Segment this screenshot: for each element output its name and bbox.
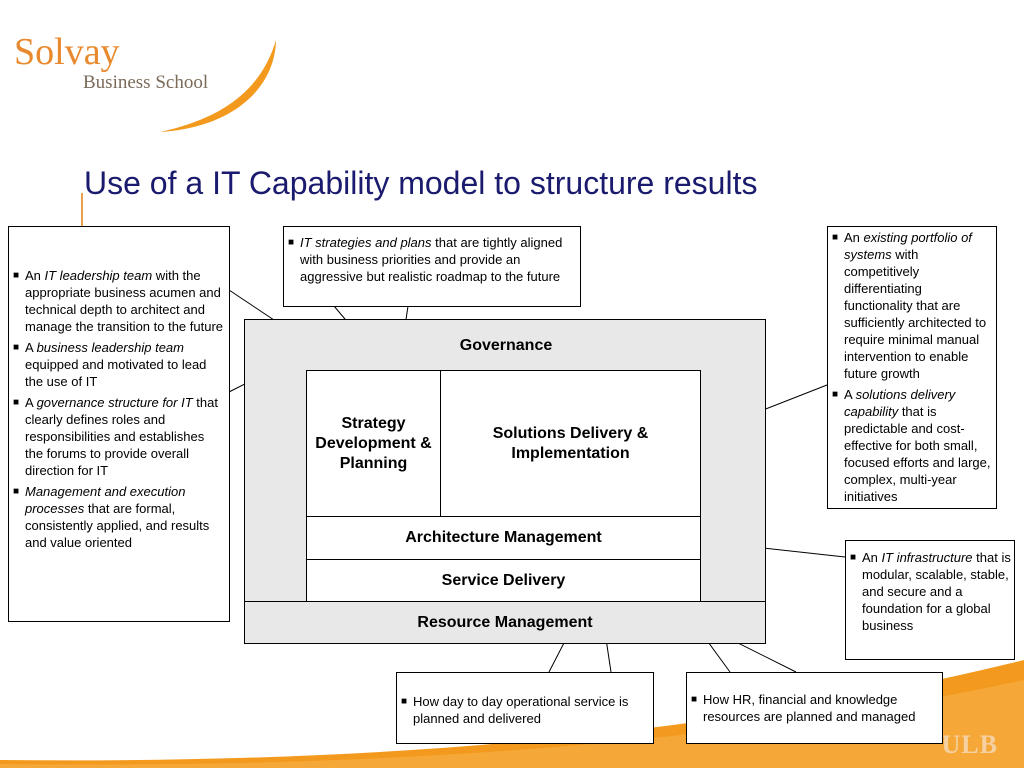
bullet-icon: ■ bbox=[13, 397, 20, 408]
callout-item: ■ How day to day operational service is p… bbox=[397, 693, 649, 727]
callout-item-prefix: A bbox=[844, 387, 856, 402]
bullet-icon: ■ bbox=[13, 486, 20, 497]
callout-item-prefix: A bbox=[25, 340, 37, 355]
strategy-development-block: Strategy Development & Planning bbox=[306, 370, 441, 517]
callout-bottom-mid: ■ How day to day operational service is p… bbox=[396, 672, 654, 744]
callout-item: ■ A business leadership team equipped and… bbox=[9, 339, 225, 390]
service-delivery-block: Service Delivery bbox=[306, 559, 701, 602]
strategy-label: Strategy Development & Planning bbox=[315, 414, 432, 472]
title-accent-line bbox=[81, 193, 83, 240]
callout-right-mid: ■ An IT infrastructure that is modular, s… bbox=[845, 540, 1015, 660]
callout-item-emphasis: IT strategies and plans bbox=[300, 235, 432, 250]
page-title: Use of a IT Capability model to structur… bbox=[84, 165, 758, 201]
governance-label: Governance bbox=[459, 337, 553, 354]
bullet-icon: ■ bbox=[832, 232, 839, 243]
architecture-management-block: Architecture Management bbox=[306, 516, 701, 560]
callout-item-emphasis: governance structure for IT bbox=[36, 395, 193, 410]
architecture-label: Architecture Management bbox=[405, 529, 602, 546]
bullet-icon: ■ bbox=[691, 694, 698, 705]
service-label: Service Delivery bbox=[441, 571, 566, 589]
callout-item-emphasis: IT leadership team bbox=[44, 268, 153, 283]
bullet-icon: ■ bbox=[850, 552, 857, 563]
callout-right-top: ■ An existing portfolio of systems with c… bbox=[827, 226, 997, 509]
callout-item-emphasis: business leadership team bbox=[36, 340, 184, 355]
callout-left: ■ An IT leadership team with the appropri… bbox=[8, 226, 230, 622]
callout-item-prefix: An bbox=[25, 268, 45, 283]
callout-item-text: with the appropriate business acumen and… bbox=[25, 268, 224, 334]
callout-top: ■ IT strategies and plans that are tightl… bbox=[283, 226, 581, 307]
callout-item: ■ An existing portfolio of systems with c… bbox=[828, 229, 994, 382]
callout-bottom-right: ■ How HR, financial and knowledge resourc… bbox=[686, 672, 943, 744]
callout-item: ■ An IT leadership team with the appropri… bbox=[9, 267, 225, 335]
callout-item-text: equipped and motivated to lead the use o… bbox=[25, 357, 207, 389]
solvay-logo bbox=[160, 40, 276, 132]
bullet-icon: ■ bbox=[401, 696, 408, 707]
callout-item-text: that is predictable and cost-effective f… bbox=[844, 404, 991, 504]
callout-item: ■ A governance structure for IT that clea… bbox=[9, 394, 225, 479]
callout-item: ■ A solutions delivery capability that is… bbox=[828, 386, 994, 505]
bullet-icon: ■ bbox=[13, 342, 20, 353]
callout-item-emphasis: IT infrastructure bbox=[881, 550, 973, 565]
callout-item-emphasis: Management and execution processes bbox=[25, 484, 186, 516]
ulb-logo: ULB bbox=[941, 730, 998, 759]
callout-item: ■ IT strategies and plans that are tightl… bbox=[284, 234, 574, 285]
resource-label: Resource Management bbox=[417, 613, 593, 631]
callout-item: ■ How HR, financial and knowledge resourc… bbox=[687, 691, 938, 725]
callout-item-prefix: An bbox=[844, 230, 864, 245]
callout-item: ■ Management and execution processes that… bbox=[9, 483, 225, 551]
callout-item-prefix: An bbox=[862, 550, 882, 565]
callout-item-text: that clearly defines roles and responsib… bbox=[25, 395, 218, 478]
callout-item-emphasis: solutions delivery capability bbox=[844, 387, 956, 419]
bullet-icon: ■ bbox=[832, 389, 839, 400]
callout-item-text: that are formal, consistently applied, a… bbox=[25, 501, 210, 550]
callout-item-text: How HR, financial and knowledge resource… bbox=[703, 692, 916, 724]
callout-item-text: How day to day operational service is pl… bbox=[413, 694, 629, 726]
logo-solvay-text: Solvay bbox=[14, 31, 120, 73]
callout-item-text: with competitively differentiating funct… bbox=[844, 247, 987, 381]
callout-item-text: that is modular, scalable, stable, and s… bbox=[862, 550, 1011, 633]
resource-management-block: Resource Management bbox=[244, 601, 766, 644]
solutions-label: Solutions Delivery & Implementation bbox=[492, 424, 649, 462]
solutions-delivery-block: Solutions Delivery & Implementation bbox=[440, 370, 701, 517]
callout-item: ■ An IT infrastructure that is modular, s… bbox=[846, 549, 1012, 634]
callout-item-text: that are tightly aligned with business p… bbox=[300, 235, 563, 284]
bullet-icon: ■ bbox=[13, 270, 20, 281]
callout-item-emphasis: existing portfolio of systems bbox=[844, 230, 972, 262]
logo-business-school-text: Business School bbox=[83, 72, 209, 93]
callout-item-prefix: A bbox=[25, 395, 37, 410]
bullet-icon: ■ bbox=[288, 237, 295, 248]
